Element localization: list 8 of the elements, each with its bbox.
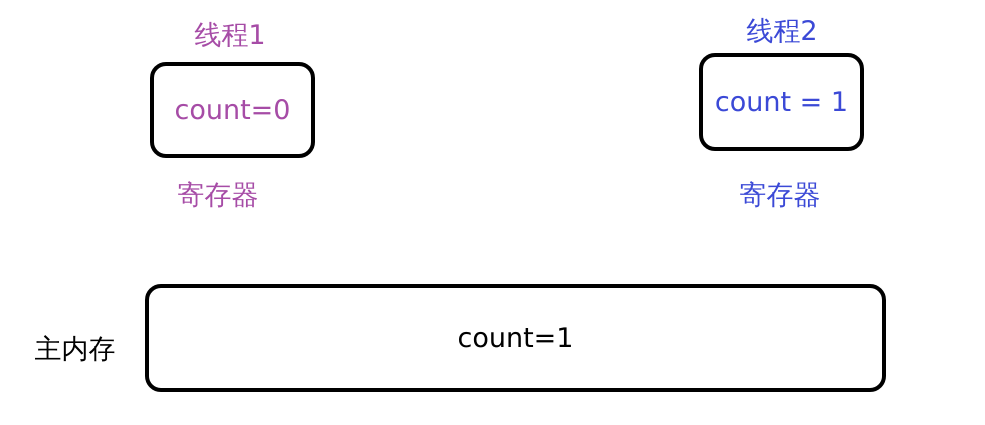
count-text: count=1	[458, 324, 574, 352]
count-text: count = 1	[714, 88, 848, 116]
main-memory-label: 主内存	[34, 336, 116, 363]
thread-label: 线程2	[746, 18, 818, 45]
register-label: 寄存器	[740, 182, 820, 209]
count-text: count=0	[174, 96, 290, 124]
register-label: 寄存器	[178, 182, 258, 209]
thread-label: 线程1	[194, 22, 266, 49]
